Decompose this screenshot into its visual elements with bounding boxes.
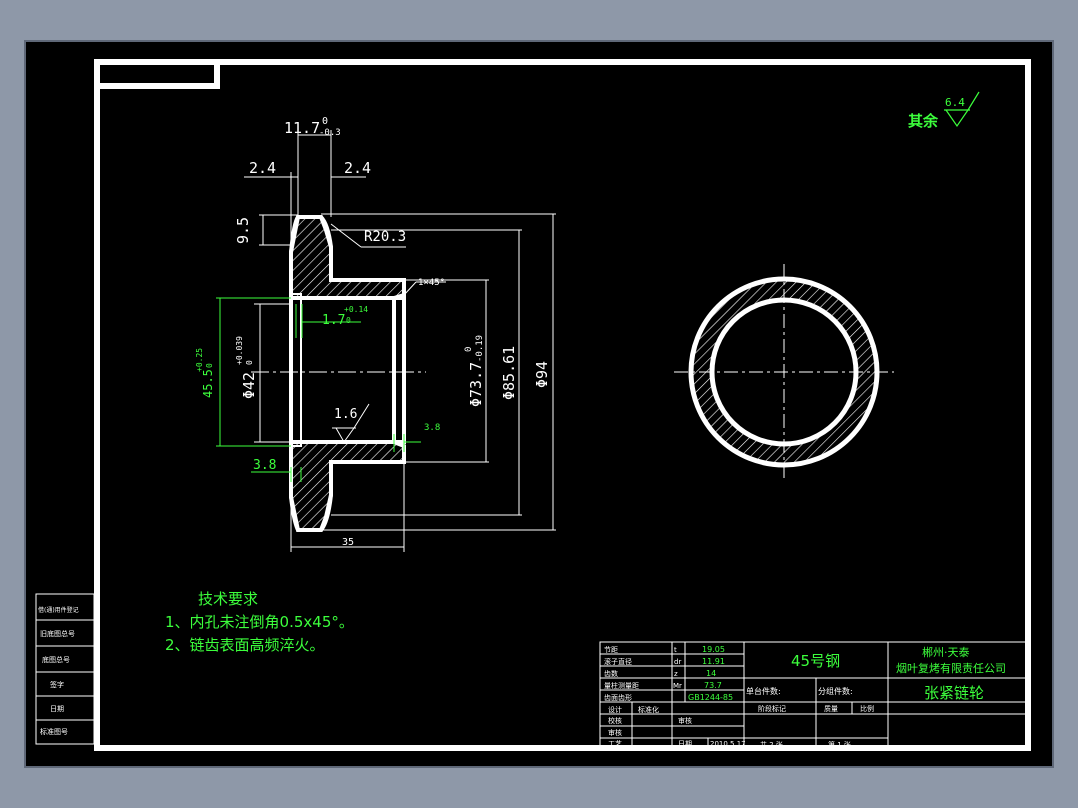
dim-root-tol-upper: 0 <box>464 347 474 352</box>
dim-tooth-height: 9.5 <box>234 217 252 244</box>
roughness-prefix: 其余 <box>908 112 939 130</box>
dim-pitch-dia: Φ85.61 <box>500 346 518 400</box>
tech-req-item-1: 1、内孔未注倒角0.5x45°。 <box>165 613 354 631</box>
dim-chamfer-left: 2.4 <box>249 159 276 177</box>
row-label-design: 设计 <box>608 705 622 714</box>
dim-groove-tol-upper: +0.14 <box>344 305 368 314</box>
sub-assembly-count: 分组件数: <box>818 686 853 696</box>
dim-outer-dia: Φ94 <box>533 361 551 388</box>
row-label-review: 审核 <box>608 728 622 737</box>
dim-width-tol-upper: 0 <box>322 116 328 127</box>
tech-req-item-2: 2、链齿表面高频淬火。 <box>165 636 325 654</box>
param-value: GB1244-85 <box>688 693 733 702</box>
dim-hub-depth-left: 3.8 <box>253 458 276 473</box>
param-value: 14 <box>706 669 716 678</box>
dim-width-total: 11.7 <box>284 119 320 137</box>
dim-chamfer-right: 2.4 <box>344 159 371 177</box>
dim-bore-tol-upper: +0.039 <box>235 336 244 365</box>
end-view <box>674 264 894 480</box>
param-label: 齿面齿形 <box>604 694 632 702</box>
col-label-approve: 审核 <box>678 716 692 725</box>
param-label: 节距 <box>604 646 618 654</box>
left-block-label: 借(通)用件登记 <box>38 606 79 614</box>
dim-tooth-radius: R20.3 <box>364 229 406 245</box>
param-sym: Mr <box>673 682 682 690</box>
tooth-bottom <box>289 494 333 532</box>
param-sym: dr <box>674 658 681 666</box>
section-lower <box>289 440 406 532</box>
param-sym: t <box>674 646 677 654</box>
material: 45号钢 <box>791 652 840 670</box>
param-value: 11.91 <box>702 657 725 666</box>
tooth-top <box>289 215 333 253</box>
drawing-border <box>94 59 1031 751</box>
dim-groove-dia-tol-upper: +0.25 <box>195 348 204 372</box>
cad-viewport: 11.7 0 -0.3 2.4 2.4 9.5 R20.3 1×45° 1.7 … <box>24 40 1054 768</box>
left-block-label: 旧底图总号 <box>40 629 75 638</box>
param-label: 滚子直径 <box>604 657 632 666</box>
company-line-1: 郴州·天泰 <box>922 645 970 659</box>
roughness-note: 其余 6.4 <box>908 91 980 130</box>
left-block-label: 签字 <box>50 680 64 689</box>
param-label: 量柱测量距 <box>604 681 639 690</box>
dim-inner-roughness: 1.6 <box>334 407 357 422</box>
dim-bore-tol-lower: 0 <box>245 360 254 365</box>
company-line-2: 烟叶复烤有限责任公司 <box>896 661 1006 675</box>
drawing-sheet: 11.7 0 -0.3 2.4 2.4 9.5 R20.3 1×45° 1.7 … <box>35 59 1031 751</box>
section-view <box>251 215 426 532</box>
sheets-total: 共 2 张 <box>760 740 783 749</box>
param-value: 73.7 <box>704 681 722 690</box>
left-block-label: 日期 <box>50 705 64 713</box>
tech-req-title: 技术要求 <box>198 590 258 608</box>
part-name: 张紧链轮 <box>924 684 984 702</box>
dim-groove-dia-tol-lower: 0 <box>205 363 214 368</box>
unit-part-count: 单台件数: <box>746 686 781 696</box>
dim-root-dia: Φ73.7 <box>467 362 485 407</box>
scale-label: 比例 <box>860 704 874 713</box>
dim-bore-dia: Φ42 <box>240 372 258 399</box>
param-sym: z <box>674 670 678 678</box>
weight-label: 质量 <box>824 704 838 713</box>
roughness-value: 6.4 <box>945 96 965 109</box>
tech-requirements: 技术要求 1、内孔未注倒角0.5x45°。 2、链齿表面高频淬火。 <box>165 590 354 654</box>
col-label-standard: 标准化 <box>638 705 659 714</box>
dim-hub-depth-right: 3.8 <box>424 423 440 433</box>
dim-groove-dia: 45.5 <box>201 369 215 398</box>
dim-groove-tol-lower: 0 <box>346 316 351 325</box>
param-value: 19.05 <box>702 645 725 654</box>
dim-width-tol-lower: -0.3 <box>319 128 341 138</box>
sheet-number: 第 1 张 <box>828 740 851 749</box>
param-label: 齿数 <box>604 669 618 678</box>
dim-edge-chamfer: 1×45° <box>418 278 445 288</box>
dim-root-tol-lower: -0.19 <box>475 335 485 362</box>
left-block-label: 底图总号 <box>42 655 70 664</box>
left-side-block <box>35 593 95 745</box>
col-label-date: 日期 <box>678 740 692 748</box>
row-label-process: 工艺 <box>608 740 622 748</box>
title-block <box>599 641 1029 749</box>
drawing-date: 2010.5.17 <box>710 740 746 748</box>
groove <box>290 293 302 447</box>
roughness-symbol <box>945 91 980 128</box>
dimension-lines <box>244 130 556 552</box>
row-label-check: 校核 <box>608 716 622 725</box>
dim-overall-length: 35 <box>342 537 354 548</box>
left-block-label: 标准图号 <box>40 727 68 736</box>
corner-tag-box <box>94 59 220 89</box>
green-dims <box>216 297 421 482</box>
stage-mark: 阶段标记 <box>758 704 786 713</box>
dim-groove-width: 1.7 <box>322 313 345 328</box>
